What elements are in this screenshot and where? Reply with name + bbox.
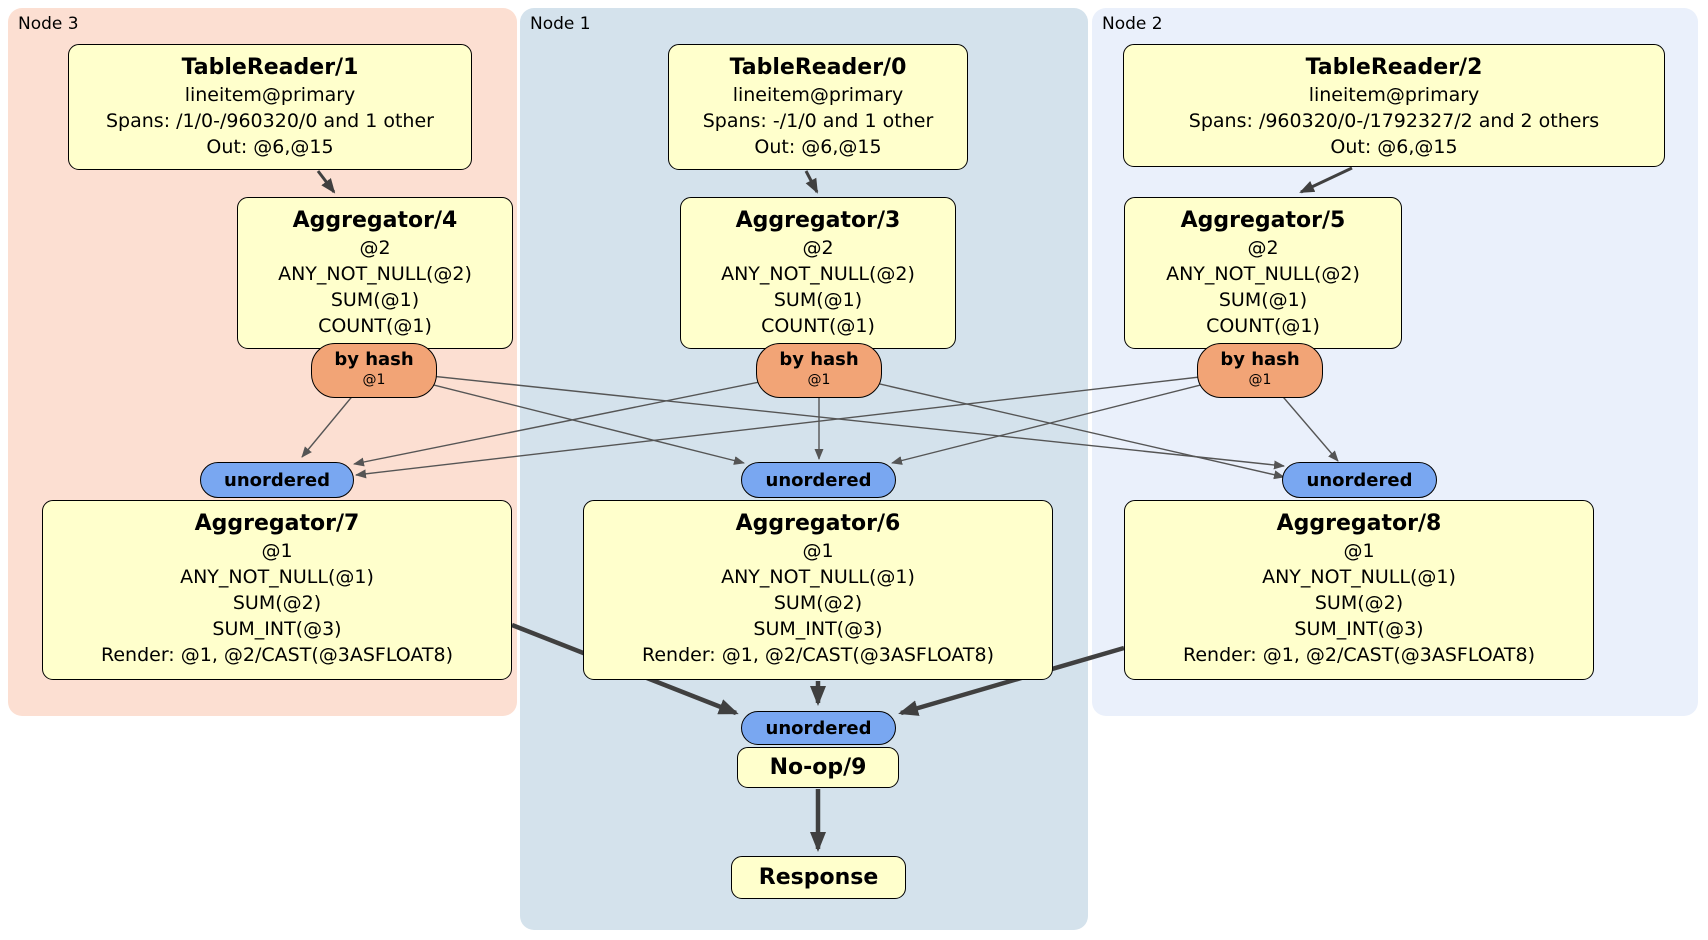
processor-tablereader-1: TableReader/1 lineitem@primary Spans: /1… bbox=[68, 44, 472, 170]
router-label: by hash bbox=[334, 349, 414, 370]
processor-detail: lineitem@primary bbox=[1308, 84, 1480, 106]
response-node: Response bbox=[731, 856, 906, 899]
processor-title: Aggregator/8 bbox=[1276, 511, 1442, 536]
processor-detail: ANY_NOT_NULL(@1) bbox=[180, 566, 374, 588]
processor-title: Aggregator/3 bbox=[735, 208, 901, 233]
sync-unordered-node1: unordered bbox=[741, 462, 896, 498]
edge-aggregator8-final-sync bbox=[898, 645, 1125, 716]
processor-detail: ANY_NOT_NULL(@2) bbox=[1166, 263, 1360, 285]
processor-detail: Render: @1, @2/CAST(@3ASFLOAT8) bbox=[101, 644, 453, 666]
processor-detail: SUM_INT(@3) bbox=[753, 618, 883, 640]
processor-title: No-op/9 bbox=[769, 755, 867, 780]
processor-detail: @1 bbox=[261, 540, 293, 562]
edge-hash-n1-sync-n2 bbox=[818, 369, 1285, 480]
sync-label: unordered bbox=[765, 717, 872, 739]
processor-title: Aggregator/7 bbox=[194, 511, 360, 536]
processor-detail: @2 bbox=[359, 237, 391, 259]
processor-detail: @2 bbox=[802, 237, 834, 259]
processor-detail: Out: @6,@15 bbox=[1330, 136, 1458, 158]
processor-aggregator-5: Aggregator/5 @2 ANY_NOT_NULL(@2) SUM(@1)… bbox=[1124, 197, 1402, 349]
edge-hash-n2-sync-n3 bbox=[355, 369, 1261, 479]
processor-detail: ANY_NOT_NULL(@1) bbox=[1262, 566, 1456, 588]
edge-hash-n3-sync-n1 bbox=[373, 369, 745, 465]
processor-detail: Spans: -/1/0 and 1 other bbox=[702, 110, 934, 132]
processor-title: TableReader/2 bbox=[1305, 55, 1483, 80]
processor-detail: SUM(@2) bbox=[1314, 592, 1404, 614]
region-node-1-label: Node 1 bbox=[530, 14, 591, 34]
sync-unordered-node3: unordered bbox=[200, 462, 354, 498]
processor-detail: @2 bbox=[1247, 237, 1279, 259]
processor-title: Aggregator/5 bbox=[1180, 208, 1346, 233]
processor-detail: SUM_INT(@3) bbox=[212, 618, 342, 640]
processor-detail: ANY_NOT_NULL(@2) bbox=[278, 263, 472, 285]
router-by-hash-node2: by hash @1 bbox=[1197, 343, 1323, 398]
processor-detail: ANY_NOT_NULL(@1) bbox=[721, 566, 915, 588]
processor-detail: SUM(@1) bbox=[773, 289, 863, 311]
processor-title: Aggregator/6 bbox=[735, 511, 901, 536]
region-node-3-label: Node 3 bbox=[18, 14, 79, 34]
processor-aggregator-7: Aggregator/7 @1 ANY_NOT_NULL(@1) SUM(@2)… bbox=[42, 500, 512, 680]
processor-detail: Spans: /960320/0-/1792327/2 and 2 others bbox=[1188, 110, 1600, 132]
processor-detail: @1 bbox=[1343, 540, 1375, 562]
processor-detail: lineitem@primary bbox=[184, 84, 356, 106]
edge-hash-n1-sync-n3 bbox=[353, 369, 820, 467]
edge-hash-n2-sync-n1 bbox=[891, 369, 1261, 465]
router-key: @1 bbox=[1248, 372, 1272, 388]
router-key: @1 bbox=[807, 372, 831, 388]
processor-title: TableReader/0 bbox=[729, 55, 907, 80]
sync-label: unordered bbox=[224, 469, 330, 491]
processor-title: Aggregator/4 bbox=[292, 208, 458, 233]
edge-tablereader0-aggregator3 bbox=[804, 170, 819, 194]
processor-detail: COUNT(@1) bbox=[318, 315, 432, 337]
processor-aggregator-8: Aggregator/8 @1 ANY_NOT_NULL(@1) SUM(@2)… bbox=[1124, 500, 1594, 680]
processor-detail: SUM(@1) bbox=[330, 289, 420, 311]
processor-detail: lineitem@primary bbox=[732, 84, 904, 106]
processor-detail: SUM(@2) bbox=[232, 592, 322, 614]
processor-noop-9: No-op/9 bbox=[737, 747, 899, 788]
processor-detail: ANY_NOT_NULL(@2) bbox=[721, 263, 915, 285]
processor-aggregator-6: Aggregator/6 @1 ANY_NOT_NULL(@1) SUM(@2)… bbox=[583, 500, 1053, 680]
processor-tablereader-0: TableReader/0 lineitem@primary Spans: -/… bbox=[668, 44, 968, 170]
processor-detail: COUNT(@1) bbox=[761, 315, 875, 337]
processor-detail: Spans: /1/0-/960320/0 and 1 other bbox=[106, 110, 434, 132]
edge-hash-n3-sync-n2 bbox=[373, 369, 1285, 470]
sync-label: unordered bbox=[765, 469, 872, 491]
router-by-hash-node3: by hash @1 bbox=[311, 343, 437, 398]
router-label: by hash bbox=[1220, 349, 1300, 370]
edge-tablereader2-aggregator5 bbox=[1299, 166, 1353, 194]
processor-detail: Out: @6,@15 bbox=[206, 136, 334, 158]
processor-detail: COUNT(@1) bbox=[1206, 315, 1320, 337]
processor-detail: @1 bbox=[802, 540, 834, 562]
sync-unordered-node2: unordered bbox=[1282, 462, 1437, 498]
sync-label: unordered bbox=[1306, 469, 1413, 491]
router-by-hash-node1: by hash @1 bbox=[756, 343, 882, 398]
router-label: by hash bbox=[779, 349, 859, 370]
processor-detail: SUM(@1) bbox=[1218, 289, 1308, 311]
sync-unordered-final: unordered bbox=[741, 711, 896, 745]
processor-aggregator-3: Aggregator/3 @2 ANY_NOT_NULL(@2) SUM(@1)… bbox=[680, 197, 956, 349]
processor-title: Response bbox=[758, 865, 879, 890]
edge-tablereader1-aggregator4 bbox=[316, 170, 336, 194]
processor-detail: Out: @6,@15 bbox=[754, 136, 882, 158]
processor-tablereader-2: TableReader/2 lineitem@primary Spans: /9… bbox=[1123, 44, 1665, 167]
processor-detail: Render: @1, @2/CAST(@3ASFLOAT8) bbox=[1183, 644, 1535, 666]
router-key: @1 bbox=[362, 372, 386, 388]
processor-aggregator-4: Aggregator/4 @2 ANY_NOT_NULL(@2) SUM(@1)… bbox=[237, 197, 513, 349]
processor-detail: SUM_INT(@3) bbox=[1294, 618, 1424, 640]
region-node-2-label: Node 2 bbox=[1102, 14, 1163, 34]
processor-detail: Render: @1, @2/CAST(@3ASFLOAT8) bbox=[642, 644, 994, 666]
processor-detail: SUM(@2) bbox=[773, 592, 863, 614]
processor-title: TableReader/1 bbox=[181, 55, 359, 80]
